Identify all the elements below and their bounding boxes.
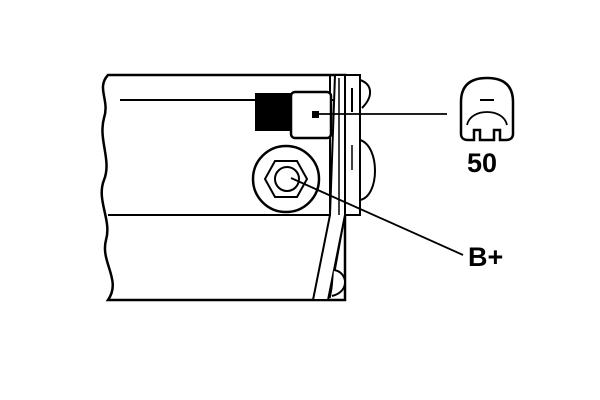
end-cap-top-bump — [359, 79, 371, 109]
housing-outline — [100, 73, 347, 302]
battery-positive-label: B+ — [468, 242, 504, 272]
bplus-stud — [274, 166, 300, 192]
terminal-50-pin — [312, 111, 319, 118]
connector-50-inner — [466, 111, 508, 126]
terminal-50-spade — [289, 90, 333, 140]
terminal-50-label: 50 — [467, 148, 498, 178]
end-plate-diagonal — [329, 214, 346, 299]
end-cap-bulge — [359, 138, 376, 202]
connector-50-icon — [459, 76, 515, 142]
leader-line-bplus — [290, 177, 464, 256]
terminal-50-plug — [255, 93, 295, 131]
lower-bulge — [331, 269, 346, 297]
